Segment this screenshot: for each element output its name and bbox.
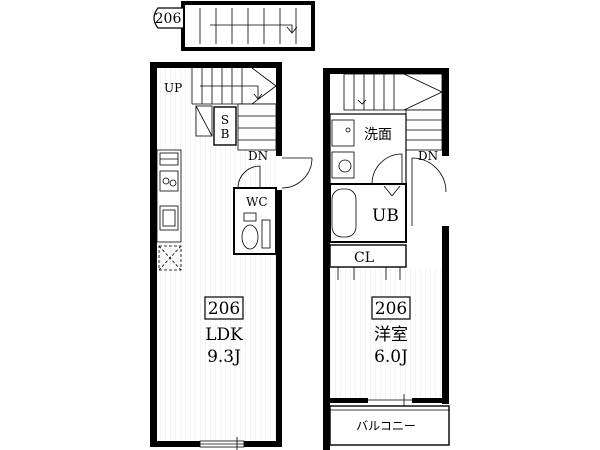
ldk-window (199, 437, 245, 450)
left-stair: UP (164, 67, 277, 151)
bathroom: UB (329, 183, 407, 243)
ldk-room-label: 206 LDK 9.3J (204, 296, 244, 367)
basin-icon (331, 151, 355, 179)
top-unit-tag: 206 (153, 7, 183, 29)
wc-room: WC (233, 165, 277, 255)
right-stair (343, 73, 443, 151)
closet: CL (329, 244, 407, 280)
storage-sb-s: S (221, 113, 229, 127)
washroom-label: 洗面 (364, 127, 392, 143)
western-room-name: 洋室 (374, 325, 408, 345)
sink-icon (159, 205, 179, 231)
stove-icon (159, 170, 179, 192)
left-unit-walls (150, 62, 282, 447)
western-room-floor (330, 269, 442, 401)
dn-label-left: DN (248, 149, 268, 163)
bathtub-icon (331, 188, 357, 238)
kitchen (156, 149, 182, 271)
balcony: バルコニー (329, 405, 450, 446)
loft-stair (181, 1, 315, 51)
closet-label: CL (354, 250, 374, 266)
entry-door (281, 157, 313, 189)
washing-machine-icon (331, 119, 355, 147)
western-room-area: 6.0J (374, 347, 408, 367)
closet-doors (337, 267, 401, 280)
washroom: 洗面 (329, 113, 407, 185)
storage-sb: S B (213, 106, 237, 146)
right-unit-walls (323, 68, 449, 450)
top-unit-tag-text: 206 (155, 11, 182, 27)
toilet-icon (241, 212, 271, 250)
western-room-unit-number: 206 (375, 299, 407, 319)
wc-label: WC (246, 195, 268, 209)
western-room-label: 206 洋室 6.0J (371, 296, 411, 367)
ldk-room-name: LDK (205, 325, 243, 345)
right-entry-door (411, 157, 447, 226)
storage-sb-b: B (221, 127, 230, 141)
ldk-unit-number: 206 (208, 299, 240, 319)
dn-label-right: DN (418, 149, 438, 163)
fridge-icon (158, 245, 182, 271)
bathroom-door (383, 185, 401, 197)
stair-up-label: UP (164, 81, 182, 95)
bathroom-label: UB (372, 206, 399, 226)
ldk-room-area: 9.3J (207, 347, 241, 367)
balcony-label: バルコニー (356, 419, 416, 433)
balcony-window (368, 394, 412, 407)
